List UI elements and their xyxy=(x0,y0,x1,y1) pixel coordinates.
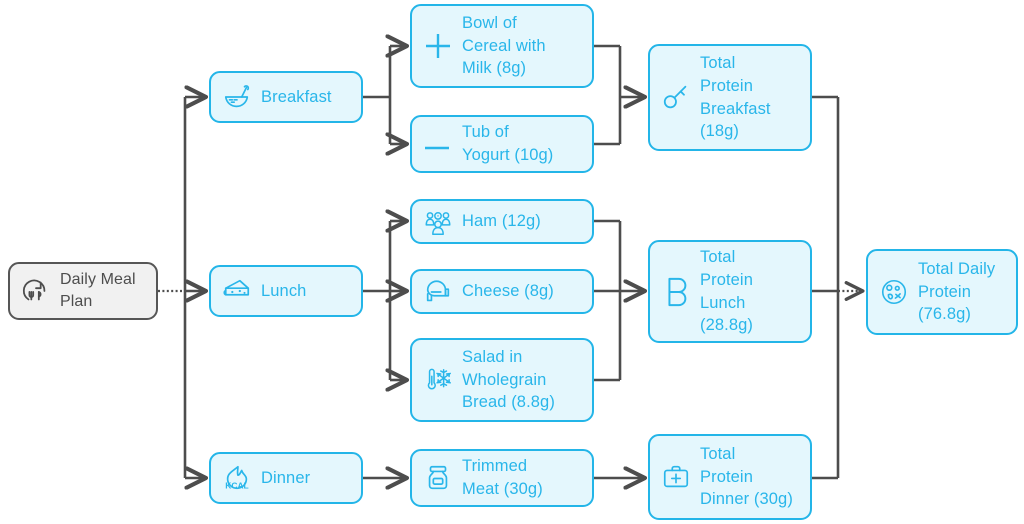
node-label: Total Protein Lunch (28.8g) xyxy=(700,248,753,335)
petri-dish-icon xyxy=(877,275,911,309)
plus-icon xyxy=(421,29,455,63)
node-label: Lunch xyxy=(261,281,307,300)
svg-text:KCAL: KCAL xyxy=(225,480,248,490)
meal-clock-icon xyxy=(19,274,53,308)
node-cheese[interactable]: Cheese (8g) xyxy=(410,269,594,314)
people-group-icon xyxy=(421,205,455,239)
node-label: Trimmed Meat (30g) xyxy=(462,457,543,498)
node-bowl-of-cereal[interactable]: Bowl of Cereal with Milk (8g) xyxy=(410,4,594,88)
node-trimmed-meat[interactable]: Trimmed Meat (30g) xyxy=(410,449,594,507)
node-total-daily-protein[interactable]: Total Daily Protein (76.8g) xyxy=(866,249,1018,335)
cheese-wedge-icon xyxy=(220,274,254,308)
node-total-protein-breakfast[interactable]: Total Protein Breakfast (18g) xyxy=(648,44,812,151)
node-label: Bowl of Cereal with Milk (8g) xyxy=(462,14,546,78)
node-lunch[interactable]: Lunch xyxy=(209,265,363,317)
node-total-protein-lunch[interactable]: Total Protein Lunch (28.8g) xyxy=(648,240,812,343)
node-label: Tub of Yogurt (10g) xyxy=(462,123,554,164)
key-icon xyxy=(659,81,693,115)
first-aid-kit-icon xyxy=(659,460,693,494)
letter-b-icon xyxy=(659,275,693,309)
minus-icon xyxy=(421,127,455,161)
thermometer-snowflake-icon xyxy=(421,363,455,397)
node-daily-meal-plan[interactable]: Daily Meal Plan xyxy=(8,262,158,320)
node-tub-of-yogurt[interactable]: Tub of Yogurt (10g) xyxy=(410,115,594,173)
kcal-flame-icon: KCAL xyxy=(220,461,254,495)
node-total-protein-dinner[interactable]: Total Protein Dinner (30g) xyxy=(648,434,812,520)
node-label: Daily Meal Plan xyxy=(60,271,136,310)
node-label: Dinner xyxy=(261,468,311,487)
node-label: Ham (12g) xyxy=(462,212,541,231)
node-label: Total Protein Breakfast (18g) xyxy=(700,54,771,141)
node-label: Total Daily Protein (76.8g) xyxy=(918,260,996,324)
node-dinner[interactable]: KCAL Dinner xyxy=(209,452,363,504)
node-ham[interactable]: Ham (12g) xyxy=(410,199,594,244)
node-label: Cheese (8g) xyxy=(462,282,554,301)
node-label: Total Protein Dinner (30g) xyxy=(700,445,793,509)
node-salad-wholegrain-bread[interactable]: Salad in Wholegrain Bread (8.8g) xyxy=(410,338,594,422)
jar-icon xyxy=(421,461,455,495)
node-label: Salad in Wholegrain Bread (8.8g) xyxy=(462,348,555,412)
cereal-bowl-icon xyxy=(220,80,254,114)
node-breakfast[interactable]: Breakfast xyxy=(209,71,363,123)
vr-headset-icon xyxy=(421,275,455,309)
node-label: Breakfast xyxy=(261,87,332,106)
